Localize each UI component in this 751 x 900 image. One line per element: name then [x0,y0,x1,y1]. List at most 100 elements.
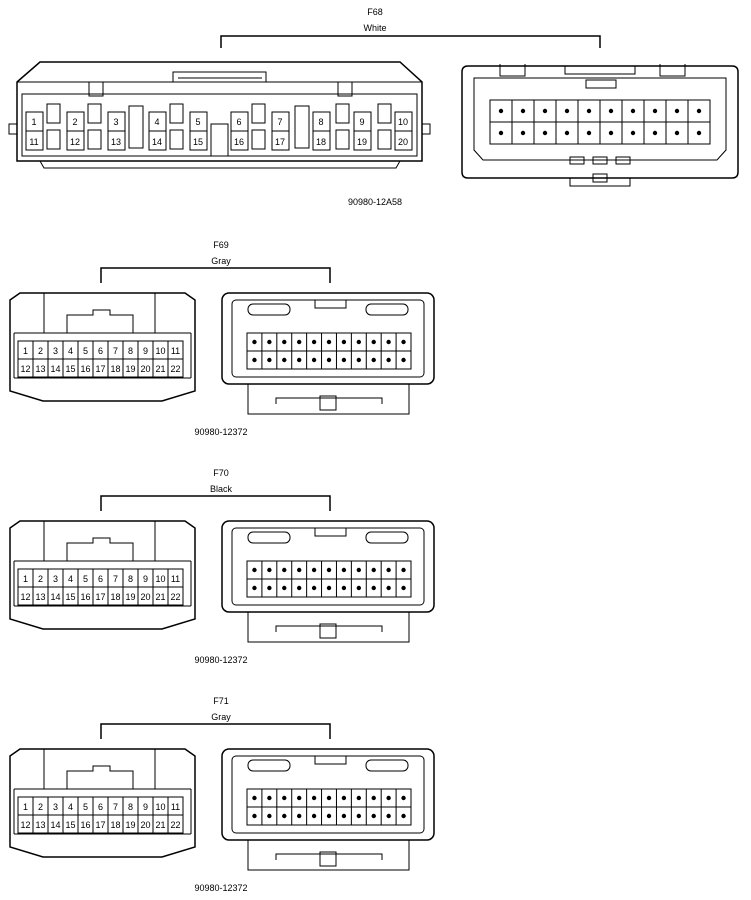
terminal-dot [282,567,287,573]
connector-color: Gray [211,256,231,266]
terminal-dot [296,357,302,363]
terminal-dot [356,567,362,573]
pin-label: 6 [98,346,103,356]
f68-housing-front [8,61,431,169]
connector-color: Black [210,484,233,494]
pin-label: 13 [35,592,45,602]
terminal-dot [608,108,614,114]
terminal-dot [371,585,376,591]
f69-housing-rear [221,292,435,415]
terminal-dot [267,795,272,801]
pin-label: 15 [65,820,75,830]
part-number: 90980-12372 [194,655,247,665]
pin-label: 18 [110,592,120,602]
terminal-dot [630,108,636,114]
terminal-dot [401,795,406,801]
pin-cavity [167,586,184,606]
pin-label: 4 [68,574,73,584]
terminal-dot [311,567,317,573]
pin-label: 10 [398,117,408,127]
pin-label: 19 [125,592,135,602]
terminal-dot [341,813,347,819]
pin-label: 9 [143,802,148,812]
terminal-dot [386,339,391,345]
terminal-dot [341,795,347,801]
pin-label: 6 [98,802,103,812]
terminal-dot [356,585,362,591]
pin-label: 1 [23,802,28,812]
terminal-dot [282,357,287,363]
pin-label: 16 [80,592,90,602]
pin-label: 1 [23,574,28,584]
terminal-dot [520,108,526,114]
f71-housing-front [9,748,196,858]
terminal-dot [386,567,391,573]
pin-label: 6 [236,117,241,127]
f68-pin-cavities [25,103,413,157]
pin-label: 20 [140,592,150,602]
terminal-dot [564,108,570,114]
terminal-dot [282,339,287,345]
f71-housing-rear [221,748,435,871]
connector-id: F69 [213,240,229,250]
pin-label: 7 [277,117,282,127]
terminal-dot [386,357,391,363]
terminal-dot [252,567,257,573]
terminal-dot [341,567,347,573]
terminal-dot [608,130,614,136]
pin-label: 2 [38,802,43,812]
terminal-dot [267,567,272,573]
pin-label: 16 [234,137,244,147]
terminal-dot [356,795,362,801]
pin-label: 12 [20,820,30,830]
pin-label: 8 [128,574,133,584]
terminal-dot [371,795,376,801]
pin-label: 21 [155,364,165,374]
pin-label: 1 [23,346,28,356]
pin-label: 7 [113,346,118,356]
terminal-dot [252,357,257,363]
connector-f68: F68 White [8,7,739,207]
connector-color: Gray [211,712,231,722]
terminal-dot [674,108,680,114]
terminal-dot [371,357,376,363]
terminal-dot [252,813,257,819]
terminal-dot [252,585,257,591]
pin-label: 17 [95,820,105,830]
terminal-dot [498,108,504,114]
terminal-dot [356,813,362,819]
connector-id: F71 [213,696,229,706]
pin-label: 18 [316,137,326,147]
pin-label: 13 [35,820,45,830]
pin-label: 7 [113,802,118,812]
pin-label: 22 [170,592,180,602]
pin-label: 11 [171,802,180,812]
terminal-dot [542,108,548,114]
pin-label: 15 [65,364,75,374]
terminal-dot [326,339,332,345]
pin-label: 10 [155,346,165,356]
pin-label: 7 [113,574,118,584]
pin-label: 1 [31,117,36,127]
pin-label: 14 [50,820,60,830]
terminal-dot [296,567,302,573]
pin-label: 20 [140,820,150,830]
pin-label: 16 [80,364,90,374]
pin-label: 14 [50,592,60,602]
terminal-dot [311,813,317,819]
pin-label: 22 [170,820,180,830]
terminal-dot [326,585,332,591]
pin-label: 17 [275,137,285,147]
pin-label: 8 [128,346,133,356]
terminal-dot [267,357,272,363]
terminal-dot [371,339,376,345]
terminal-dot [311,585,317,591]
terminal-dot [267,585,272,591]
part-number: 90980-12A58 [348,197,402,207]
terminal-dot [696,108,702,114]
connector-id: F68 [367,7,383,17]
pin-label: 19 [125,820,135,830]
